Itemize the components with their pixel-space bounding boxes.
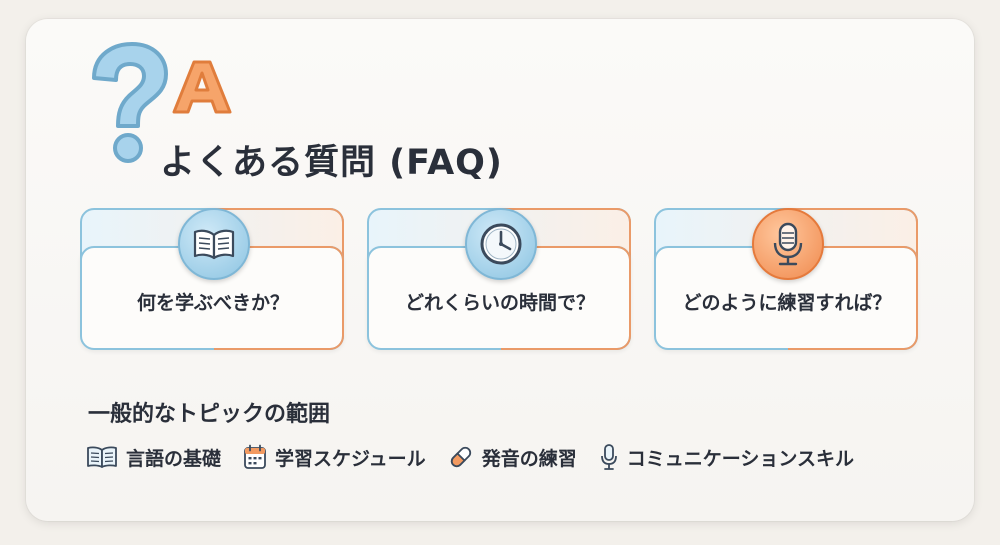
faq-card-how-long[interactable]: どれくらいの時間で？ [367, 208, 633, 350]
microphone-icon [752, 208, 824, 280]
topic-label: 言語の基礎 [126, 447, 222, 470]
book-icon [178, 208, 250, 280]
topic-label: 学習スケジュール [275, 447, 426, 470]
page-title: よくある質問 (FAQ) [160, 143, 503, 183]
topic-language-basics[interactable]: 言語の基礎 [86, 444, 221, 471]
topic-communication-skills[interactable]: コミュニケーションスキル [599, 443, 854, 471]
topic-label: 発音の練習 [481, 447, 577, 470]
calendar-icon [244, 444, 266, 469]
pill-icon [450, 446, 471, 468]
card-label: 何を学ぶべきか？ [136, 292, 289, 314]
topic-study-schedule[interactable]: 学習スケジュール [243, 444, 426, 471]
card-label: どのように練習すれば？ [682, 292, 892, 314]
topic-label: コミュニケーションスキル [626, 447, 854, 470]
topics-list: 言語の基礎 学習スケジュール 発音の練習 コミュニケーションスキル [86, 442, 854, 472]
topic-pronunciation-practice[interactable]: 発音の練習 [448, 444, 577, 471]
faq-card-what-to-learn[interactable]: 何を学ぶべきか？ [80, 208, 346, 350]
faq-logo-icon [92, 42, 232, 163]
faq-card-how-to-practice[interactable]: どのように練習すれば？ [654, 208, 920, 350]
card-label: どれくらいの時間で？ [404, 292, 595, 314]
microphone-icon [600, 444, 617, 470]
book-icon [87, 446, 117, 468]
clock-icon [465, 208, 537, 280]
topics-heading: 一般的なトピックの範囲 [88, 402, 331, 427]
